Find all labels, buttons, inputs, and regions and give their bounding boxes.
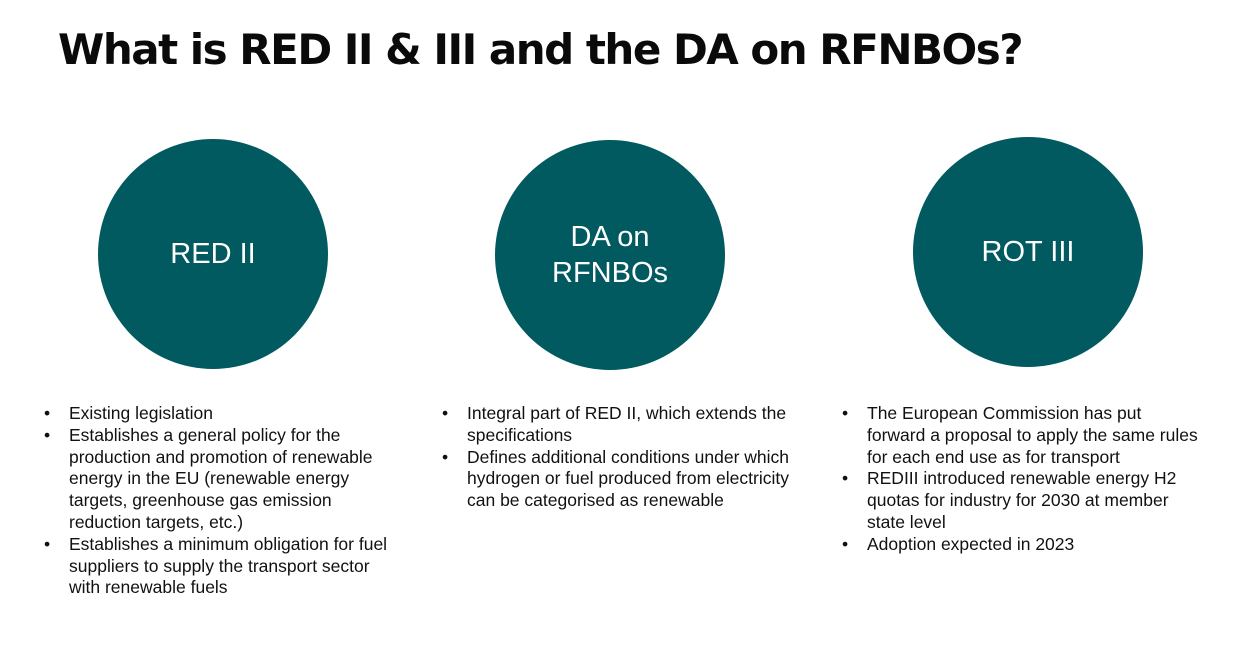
bullet-item: Integral part of RED II, which extends t… <box>442 403 802 447</box>
bullet-item: The European Commission has put forward … <box>842 403 1202 468</box>
bullet-item: REDIII introduced renewable energy H2 qu… <box>842 468 1202 533</box>
da-rfnbos-circle: DA on RFNBOs <box>495 140 725 370</box>
red-ii-circle-label: RED II <box>170 238 256 270</box>
bullet-item: Establishes a minimum obligation for fue… <box>44 534 389 599</box>
red-ii-circle: RED II <box>98 139 328 369</box>
red-ii-bullet-list: Existing legislation Establishes a gener… <box>44 403 389 599</box>
bullet-item: Existing legislation <box>44 403 389 425</box>
rot-iii-circle: ROT III <box>913 137 1143 367</box>
bullet-item: Adoption expected in 2023 <box>842 534 1202 556</box>
da-rfnbos-bullet-list: Integral part of RED II, which extends t… <box>442 403 802 512</box>
rot-iii-circle-label: ROT III <box>981 236 1075 268</box>
bullet-item: Establishes a general policy for the pro… <box>44 425 389 534</box>
rot-iii-bullet-list: The European Commission has put forward … <box>842 403 1202 556</box>
bullet-item: Defines additional conditions under whic… <box>442 447 802 512</box>
page-title: What is RED II & III and the DA on RFNBO… <box>58 25 1024 74</box>
da-rfnbos-circle-label: DA on RFNBOs <box>552 221 668 289</box>
